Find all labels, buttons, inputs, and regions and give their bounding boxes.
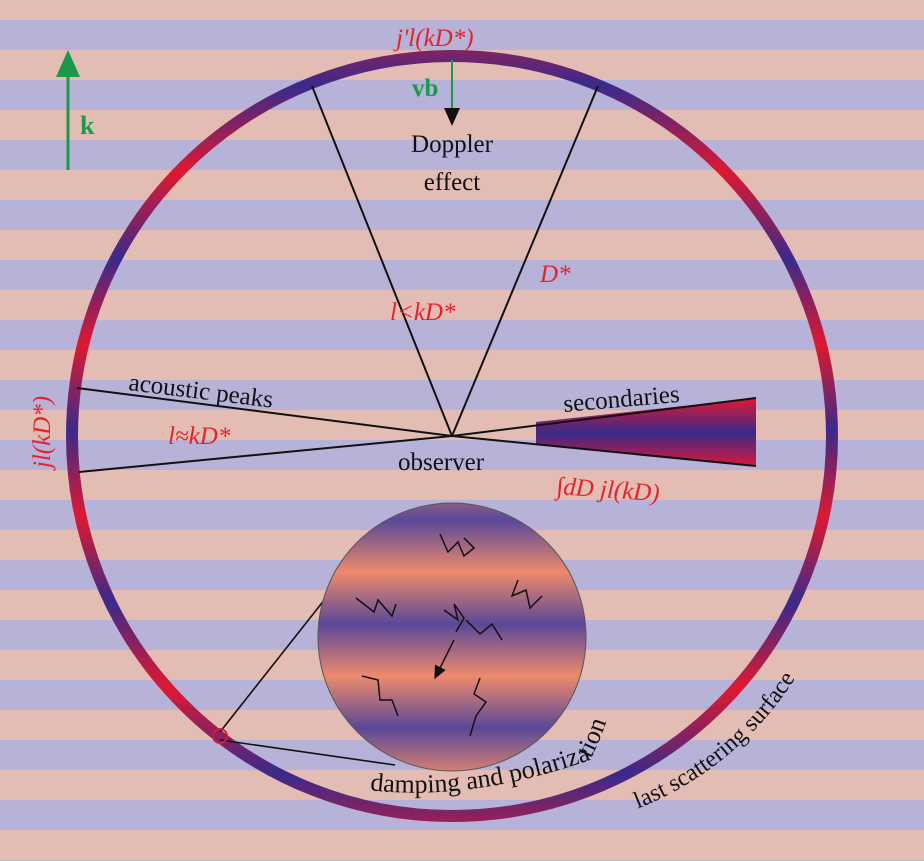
doppler-line-right [451, 85, 599, 437]
last-scattering-ring [66, 50, 838, 822]
acoustic-line-lower [78, 435, 453, 473]
jl-label: jl(kD*) [29, 396, 56, 471]
background-stripe [0, 0, 924, 20]
sight-lines [76, 85, 757, 473]
observer-label: observer [398, 449, 485, 476]
doppler-label-line2: effect [424, 169, 480, 196]
walk-5 [465, 619, 503, 641]
secondaries-line-lower [451, 435, 757, 467]
walk-6 [361, 675, 399, 717]
background-stripe [0, 350, 924, 380]
jl-prime-text: j'l(kD*) [393, 25, 474, 52]
random-walk-paths [355, 533, 543, 737]
secondaries-line-upper [451, 397, 757, 437]
background-stripe [0, 290, 924, 320]
l-less-than-label: l<kD* [390, 299, 456, 326]
l-approx-label: l≈kD* [168, 423, 231, 450]
jl-prime-label: j'l(kD*) [393, 25, 474, 52]
walk-3 [355, 597, 397, 618]
damping-zoom [212, 502, 587, 772]
vb-label: vb [412, 75, 438, 102]
damping-disk [317, 502, 587, 772]
background-stripe [0, 470, 924, 500]
background-stripe [0, 770, 924, 800]
k-label: k [80, 111, 95, 140]
doppler-label-line1: Doppler [411, 131, 494, 158]
zoom-source-circle [212, 728, 228, 744]
background-stripe [0, 830, 924, 860]
doppler-line-left [311, 85, 453, 437]
acoustic-line-upper [76, 387, 453, 437]
zoom-line-upper [219, 579, 341, 733]
walk-2 [510, 579, 543, 610]
walk-7 [469, 677, 488, 737]
background-stripe [0, 110, 924, 140]
d-star-label: D* [539, 261, 571, 288]
zoom-line-lower [219, 739, 396, 766]
walk-1 [439, 533, 476, 558]
photon-arrow-icon [434, 639, 455, 680]
walk-4 [443, 603, 465, 633]
